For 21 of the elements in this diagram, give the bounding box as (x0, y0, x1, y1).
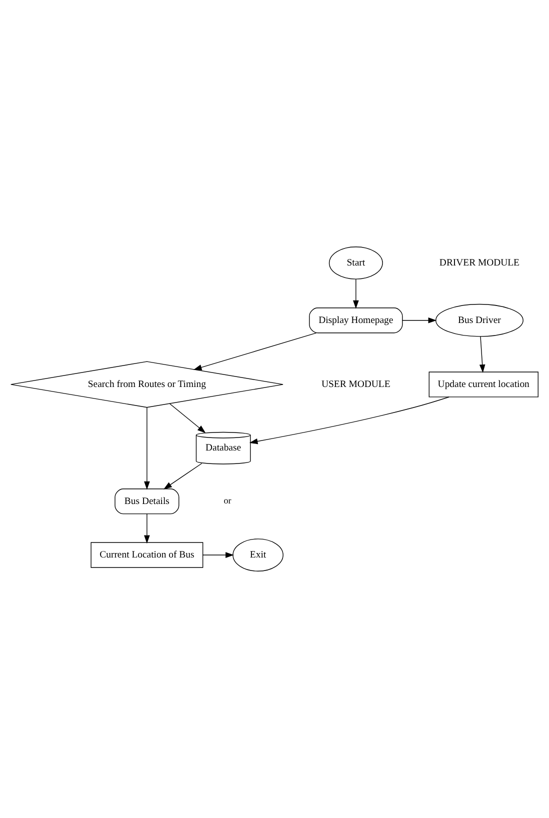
arrow (144, 407, 150, 490)
label: USER MODULE (322, 379, 390, 390)
arrow (144, 514, 150, 544)
node-box: Bus Details (114, 488, 180, 514)
node-box: Display Homepage (309, 308, 403, 334)
node-box: Current Location of Bus (90, 542, 204, 568)
arrow (193, 332, 317, 370)
arrow (249, 396, 450, 444)
arrow (169, 403, 206, 434)
label: or (224, 496, 232, 506)
node-box: Update current location (428, 372, 538, 398)
node-ellipse: Exit (232, 538, 284, 572)
node-ellipse: Bus Driver (435, 304, 524, 337)
arrow (202, 552, 234, 558)
label: DRIVER MODULE (439, 258, 520, 269)
arrow (402, 317, 437, 324)
arrow (352, 278, 359, 309)
node-ellipse: Start (328, 246, 383, 280)
node-diamond: Search from Routes or Timing (10, 361, 284, 408)
arrow (164, 463, 202, 490)
arrow (479, 336, 486, 373)
